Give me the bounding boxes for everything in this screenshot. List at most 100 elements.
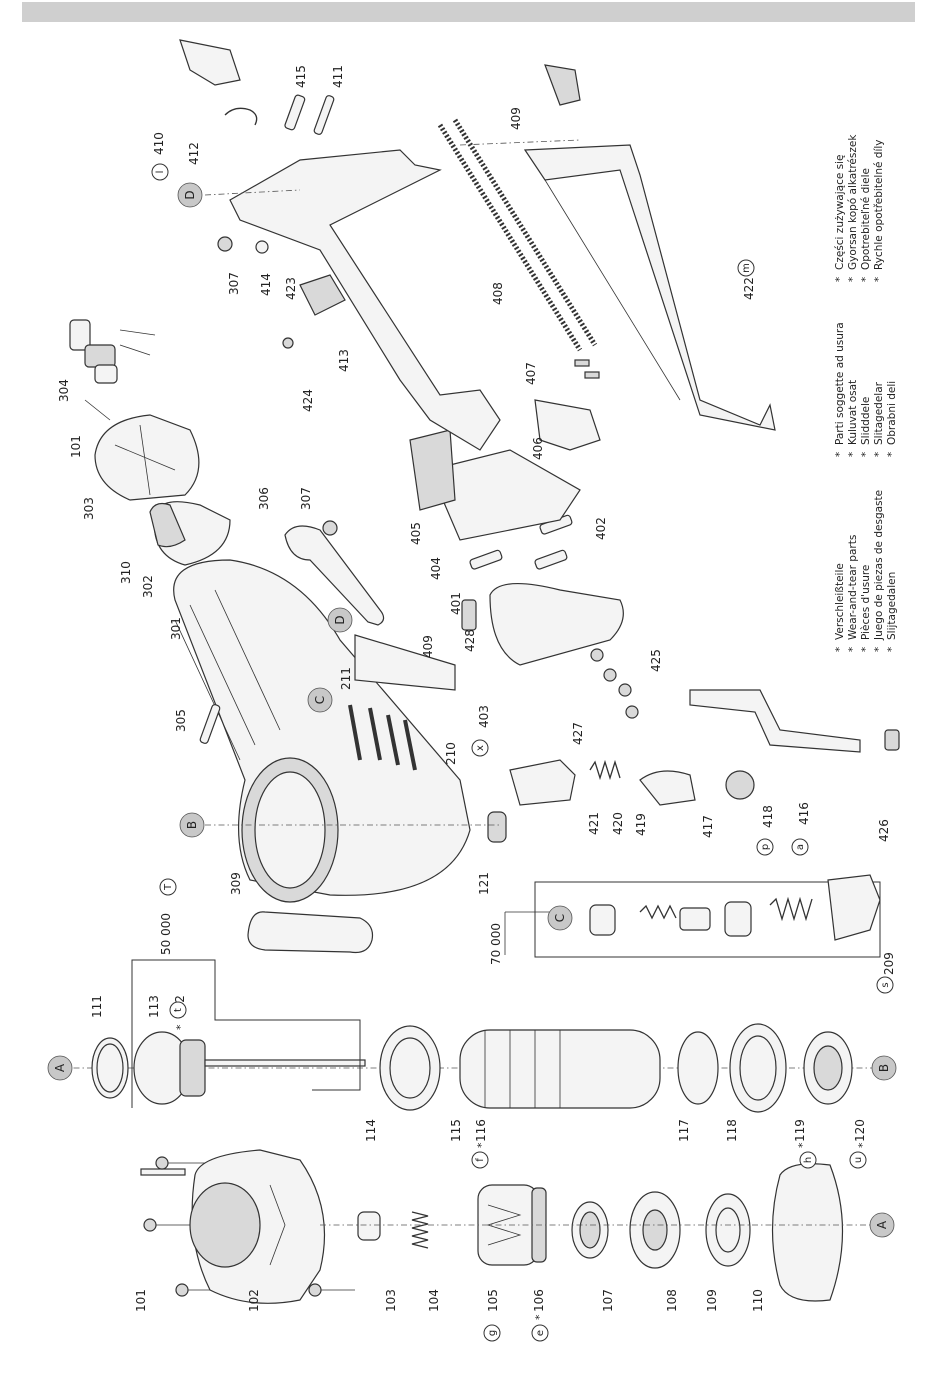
plate-404 — [429, 449, 581, 541]
label-104: 104 — [427, 1289, 441, 1312]
label-407: 407 — [524, 362, 538, 385]
label-305: 305 — [174, 709, 188, 732]
svg-text:*: * — [847, 277, 859, 282]
legend-2-line-3: Slidddele — [860, 397, 872, 445]
header-bar — [22, 2, 915, 22]
label-412: 412 — [187, 142, 201, 165]
marker-m: m — [737, 259, 755, 277]
label-421: 421 — [587, 812, 601, 835]
label-428: 428 — [463, 629, 477, 652]
legend-1-line-2: Wear-and-tear parts — [847, 535, 859, 640]
pad-309 — [247, 911, 374, 954]
svg-text:t: t — [173, 1008, 184, 1012]
legend-3-line-1: Części zużywające się — [834, 155, 846, 271]
svg-text:*: * — [847, 452, 859, 457]
label-301: 301 — [169, 617, 183, 640]
label-408: 408 — [491, 282, 505, 305]
piston-108 — [629, 1191, 681, 1269]
label-209: 209 — [882, 952, 896, 975]
legend-3-line-3: Opotrebiteľné diele — [860, 168, 872, 270]
magazine-rail-422 — [523, 144, 776, 431]
svg-text:g: g — [487, 1330, 498, 1336]
piston-driver-113 — [133, 1031, 366, 1105]
label-116: 116 — [474, 1119, 488, 1142]
legend-3-line-4: Rychle opotřebitelné díly — [873, 140, 885, 271]
legend-2-line-5: Obrabni deli — [886, 381, 898, 445]
bumper-114 — [379, 1025, 441, 1111]
letter-callouts: A A B B C C D D — [47, 182, 897, 1238]
label-414: 414 — [259, 273, 273, 296]
svg-text:h: h — [803, 1157, 814, 1163]
label-114: 114 — [364, 1119, 378, 1142]
callout-a-top: A — [47, 1055, 73, 1081]
air-fitting-304 — [69, 319, 156, 421]
svg-text:*: * — [886, 647, 898, 652]
label-403: 403 — [477, 705, 491, 728]
svg-text:A: A — [875, 1220, 889, 1229]
svg-text:D: D — [183, 190, 197, 199]
pad-409a — [354, 634, 456, 691]
svg-text:f: f — [475, 1158, 486, 1162]
label-419: 419 — [634, 813, 648, 836]
pins-407 — [574, 359, 590, 367]
magazine-423 — [229, 149, 501, 451]
callout-d-top: D — [177, 182, 203, 208]
screw-424 — [282, 337, 294, 349]
nose-403 — [489, 582, 624, 666]
callout-c-left: C — [307, 687, 333, 713]
small-markers: g e * f * h * u * t * T s x p a m l — [151, 163, 894, 1342]
pin-411 — [313, 95, 335, 135]
svg-text:*: * — [174, 1024, 187, 1030]
svg-text:m: m — [741, 263, 752, 273]
label-426: 426 — [877, 819, 891, 842]
legend-asterisks: * * * * * * * * * * * * * * — [834, 277, 898, 652]
svg-text:*: * — [847, 647, 859, 652]
svg-text:C: C — [313, 696, 327, 704]
legend-block-1: Verschleißteile Wear-and-tear parts Pièc… — [834, 490, 898, 641]
part-103 — [357, 1211, 381, 1241]
label-411: 411 — [331, 65, 345, 88]
label-117: 117 — [677, 1119, 691, 1142]
nut-307b — [217, 236, 233, 252]
housing-301 — [173, 559, 471, 903]
label-302: 302 — [141, 575, 155, 598]
legend-1-line-3: Pièces d'usure — [860, 565, 872, 640]
label-417: 417 — [701, 815, 715, 838]
label-304: 304 — [57, 379, 71, 402]
part-426 — [884, 729, 900, 751]
trigger-valve-parts — [589, 874, 881, 941]
label-310: 310 — [119, 561, 133, 584]
legend-2-line-2: Kuluvat osat — [847, 380, 859, 445]
svg-text:*: * — [834, 647, 846, 652]
svg-text:e: e — [535, 1330, 546, 1336]
svg-text:a: a — [795, 844, 806, 850]
label-119: 119 — [793, 1119, 807, 1142]
plate-405 — [409, 429, 456, 511]
svg-text:*: * — [796, 1142, 809, 1148]
ring-117 — [677, 1031, 719, 1105]
pusher-406 — [534, 399, 601, 451]
label-121: 121 — [477, 872, 491, 895]
svg-text:*: * — [860, 647, 872, 652]
label-306: 306 — [257, 487, 271, 510]
marker-x: x — [471, 739, 489, 757]
svg-text:D: D — [333, 615, 347, 624]
screw-427 — [625, 705, 639, 719]
svg-text:*: * — [475, 1142, 488, 1148]
label-424: 424 — [301, 389, 315, 412]
marker-h: h — [799, 1151, 817, 1169]
label-210: 210 — [444, 742, 458, 765]
stroke-count-50000: 50 000 — [159, 913, 173, 955]
svg-text:*: * — [873, 647, 885, 652]
label-118: 118 — [725, 1119, 739, 1142]
svg-text:l: l — [155, 171, 166, 174]
pins-210 — [348, 704, 417, 771]
svg-text:*: * — [834, 452, 846, 457]
label-410: 410 — [152, 132, 166, 155]
marker-a: a — [791, 838, 809, 856]
label-427: 427 — [571, 722, 585, 745]
wheel-418 — [725, 770, 755, 800]
bolt-305 — [199, 704, 221, 744]
cylinder-116 — [459, 1029, 661, 1109]
spring-420 — [589, 759, 621, 781]
